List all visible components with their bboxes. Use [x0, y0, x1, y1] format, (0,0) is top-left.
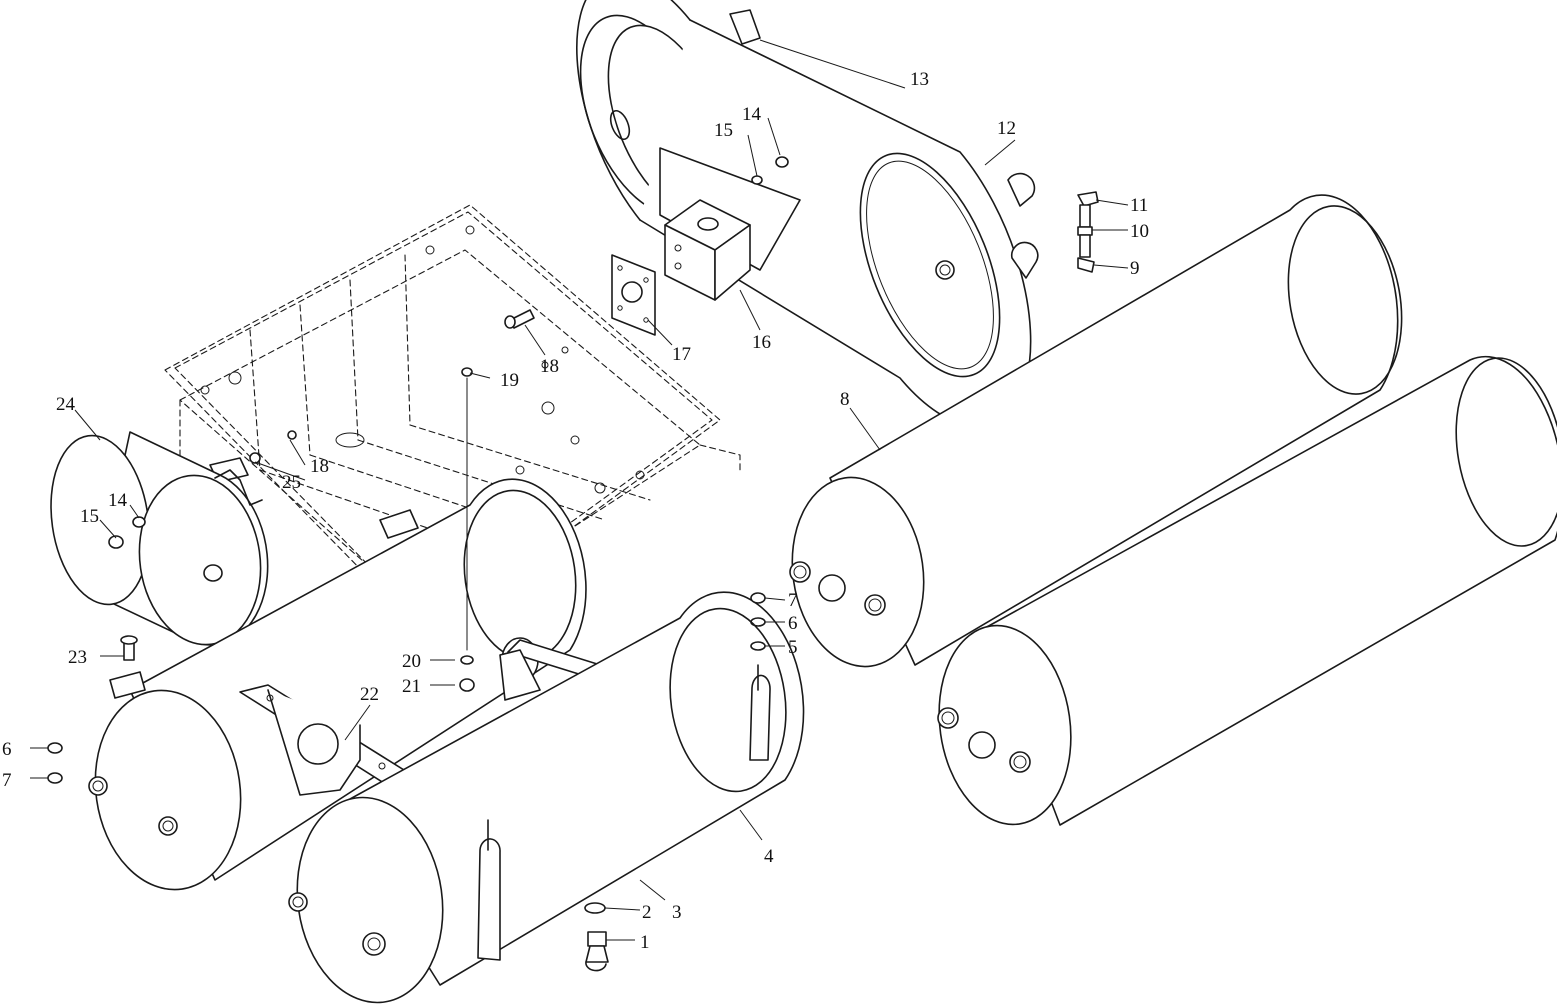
callout-6-left: 6 [2, 739, 12, 760]
callout-16: 16 [752, 332, 771, 353]
callout-9: 9 [1130, 258, 1140, 279]
callout-8: 8 [840, 389, 850, 410]
callout-7-right: 7 [788, 590, 798, 611]
bracket-23 [109, 635, 146, 699]
callout-15-left: 15 [80, 506, 99, 527]
callout-5: 5 [788, 637, 798, 658]
tank-8 [789, 194, 1403, 668]
callout-25: 25 [282, 472, 301, 493]
callout-20: 20 [402, 651, 421, 672]
washers-left [47, 742, 63, 784]
callout-23: 23 [68, 647, 87, 668]
tank-right-lower [937, 355, 1557, 826]
nut-20-21 [459, 367, 475, 692]
bracket-16 [664, 199, 751, 301]
callout-24: 24 [56, 394, 76, 415]
callout-14-left: 14 [108, 490, 128, 511]
callout-12: 12 [997, 118, 1016, 139]
bolts [108, 156, 789, 549]
callout-13: 13 [910, 69, 929, 90]
callout-18-top: 18 [540, 356, 559, 377]
callout-1: 1 [640, 932, 650, 953]
gasket-17 [611, 254, 656, 336]
leader-lines [30, 39, 1129, 941]
callout-22: 22 [360, 684, 379, 705]
callout-21: 21 [402, 676, 421, 697]
strap-4 [477, 664, 771, 961]
callout-14-top: 14 [742, 104, 762, 125]
hose-fitting [1077, 191, 1099, 273]
callout-7-left: 7 [2, 770, 12, 791]
callout-3: 3 [672, 902, 682, 923]
tank-13 [575, 0, 1039, 428]
callout-2: 2 [642, 902, 652, 923]
callout-17: 17 [672, 344, 691, 365]
callout-4: 4 [764, 846, 774, 867]
callout-labels: 1 2 3 4 5 6 6 7 7 8 9 10 11 12 13 14 14 … [2, 69, 1149, 953]
callout-11: 11 [1130, 195, 1148, 216]
drain-valve-1 [584, 902, 609, 972]
callout-10: 10 [1130, 221, 1149, 242]
tank-3 [288, 591, 805, 1004]
callout-6-right: 6 [788, 613, 798, 634]
callout-15-top: 15 [714, 120, 733, 141]
callout-19: 19 [500, 370, 519, 391]
callout-18-left: 18 [310, 456, 329, 477]
